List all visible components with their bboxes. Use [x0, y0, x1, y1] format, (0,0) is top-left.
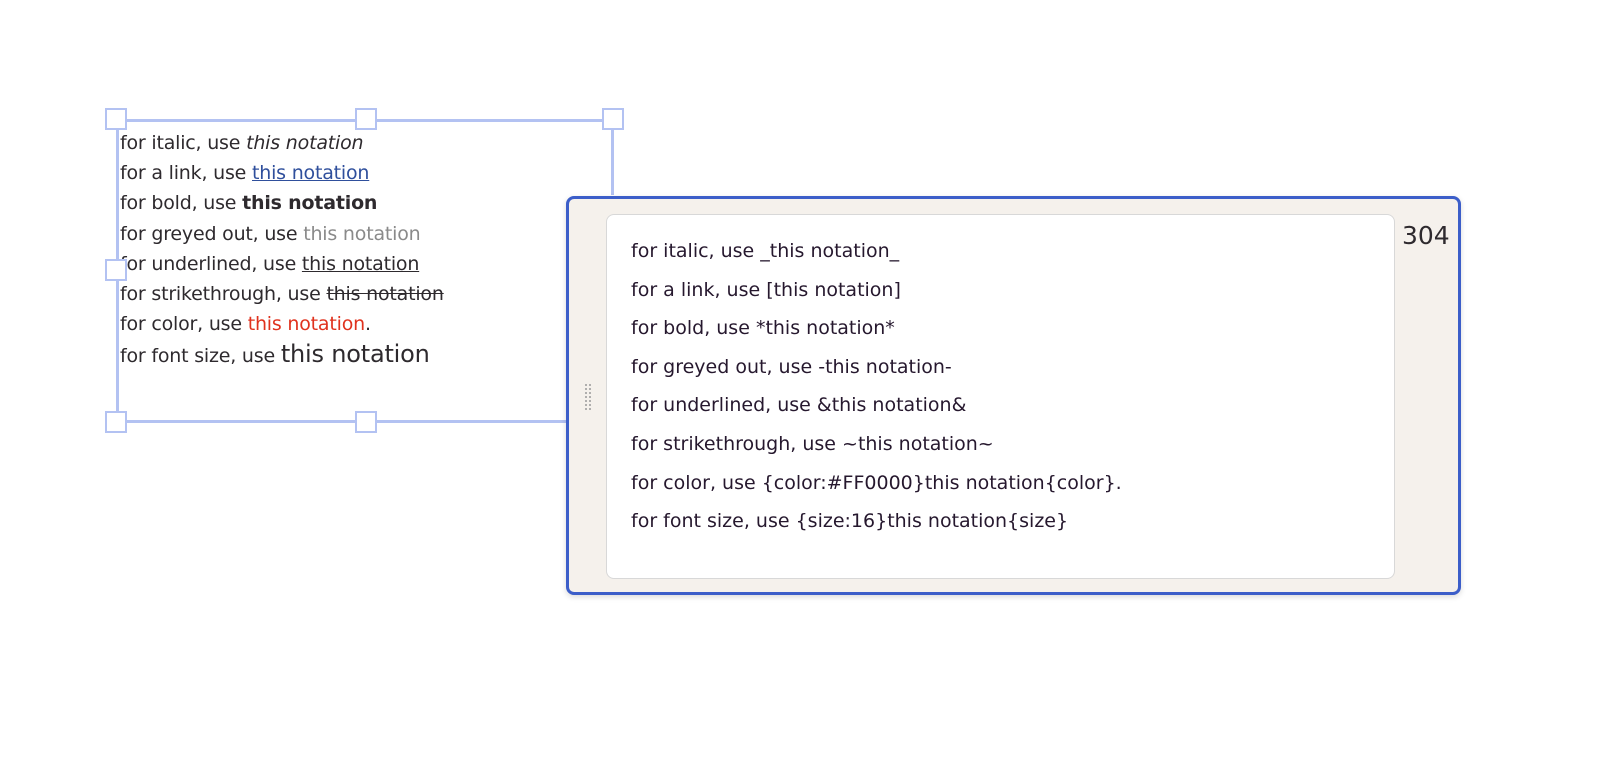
drag-grip-icon[interactable]	[584, 383, 592, 411]
strikethrough-text: this notation	[326, 283, 444, 306]
line-text: for color, use	[120, 313, 248, 336]
markup-textarea[interactable]: for italic, use _this notation_ for a li…	[606, 214, 1395, 579]
greyed-text: this notation	[303, 222, 421, 245]
underlined-text: this notation	[301, 252, 420, 275]
line-color: for color, use this notation.	[120, 309, 444, 339]
line-strikethrough: for strikethrough, use this notation	[120, 279, 444, 309]
line-text: for italic, use	[120, 132, 247, 154]
line-greyed: for greyed out, use this notation	[120, 219, 444, 249]
line-text: for a link, use	[120, 162, 252, 185]
line-font-size: for font size, use this notation	[120, 339, 444, 371]
line-text: for underlined, use	[120, 252, 302, 275]
selection-frame-edge	[116, 420, 568, 423]
line-italic: for italic, use this notation	[120, 128, 444, 158]
large-text: this notation	[280, 340, 430, 369]
resize-handle-top-left[interactable]	[105, 108, 127, 130]
rendered-text-element[interactable]: for italic, use this notation for a link…	[120, 128, 444, 372]
resize-handle-left[interactable]	[105, 259, 127, 281]
line-text: for font size, use	[120, 345, 281, 368]
character-count: 304	[1402, 221, 1450, 250]
line-suffix: .	[364, 313, 371, 336]
resize-handle-top[interactable]	[355, 108, 377, 130]
italic-text: this notation	[246, 132, 364, 154]
resize-handle-top-right[interactable]	[602, 108, 624, 130]
line-text: for strikethrough, use	[120, 283, 327, 306]
red-text: this notation	[247, 313, 365, 336]
selection-frame-edge	[611, 119, 614, 195]
text-editor-popup: for italic, use _this notation_ for a li…	[566, 196, 1461, 595]
resize-handle-bottom-left[interactable]	[105, 411, 127, 433]
line-bold: for bold, use this notation	[120, 188, 444, 218]
link-text[interactable]: this notation	[252, 162, 370, 185]
line-underlined: for underlined, use this notation	[120, 249, 444, 279]
resize-handle-bottom[interactable]	[355, 411, 377, 433]
line-link: for a link, use this notation	[120, 158, 444, 188]
bold-text: this notation	[242, 192, 378, 215]
line-text: for bold, use	[120, 192, 243, 215]
line-text: for greyed out, use	[120, 222, 304, 245]
